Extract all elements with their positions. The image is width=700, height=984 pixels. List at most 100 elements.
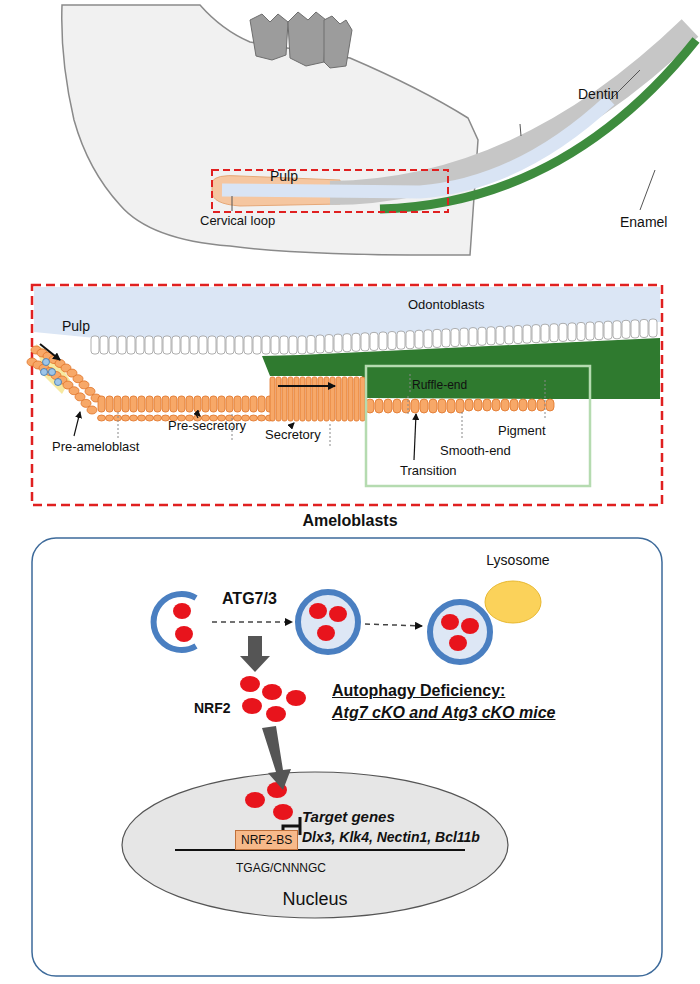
odontoblast <box>550 324 558 342</box>
odontoblast <box>361 333 369 351</box>
odontoblast <box>514 326 522 344</box>
secretory-cell <box>360 377 365 421</box>
odontoblast <box>280 336 288 354</box>
secretory-cell <box>312 377 317 421</box>
secretory-cell <box>288 377 293 421</box>
presecretory-cell <box>106 396 113 412</box>
presecretory-cell <box>226 396 233 412</box>
part-label: ATG7/3 <box>222 590 277 608</box>
secretory-cell <box>336 377 341 421</box>
cell-panel <box>32 538 662 976</box>
stem-cell <box>49 369 56 376</box>
maturation-cell <box>429 399 437 413</box>
presecretory-cell <box>250 396 257 412</box>
cargo <box>309 603 347 641</box>
stratum-cell <box>146 415 154 421</box>
secretory-cell <box>330 377 335 421</box>
odontoblast <box>397 331 405 349</box>
secretory-cell <box>276 377 281 421</box>
presecretory-cell <box>170 396 177 412</box>
presecretory-cell <box>130 396 137 412</box>
maturation-cell <box>411 399 419 413</box>
maturation-cell <box>519 399 527 411</box>
odontoblast <box>253 336 261 354</box>
stem-cell <box>55 379 62 386</box>
nrf2-protein <box>267 782 287 798</box>
stratum-cell <box>138 415 146 421</box>
odontoblast <box>586 322 594 340</box>
maturation-cell <box>501 399 509 411</box>
odontoblast <box>154 336 162 354</box>
presecretory-cell <box>122 396 129 412</box>
nrf2-protein <box>240 676 306 722</box>
presecretory-cell <box>218 396 225 412</box>
maturation-cell <box>492 399 500 411</box>
secretory-cell <box>348 377 353 421</box>
lysosome-body <box>485 581 541 623</box>
enamel <box>380 40 696 209</box>
odontoblast <box>199 336 207 354</box>
odontoblast <box>631 320 639 338</box>
nrf2-protein <box>245 792 265 808</box>
binding-site-box: NRF2-BS <box>235 830 298 850</box>
maturation-cell <box>537 399 545 411</box>
stratum-cell <box>106 415 114 421</box>
outer-cell <box>87 406 97 414</box>
odontoblast <box>469 328 477 346</box>
part-label: TGAG/CNNNGC <box>236 862 326 876</box>
odontoblast <box>460 328 468 346</box>
odontoblast <box>145 336 153 354</box>
odontoblast <box>532 325 540 343</box>
secretory-cell <box>270 377 275 421</box>
stratum-cell <box>154 415 162 421</box>
odontoblast <box>613 321 621 339</box>
presecretory-cell <box>210 396 217 412</box>
release-arrow <box>240 636 270 672</box>
part-label: NRF2 <box>194 700 231 716</box>
odontoblast <box>370 332 378 350</box>
odontoblast <box>100 336 108 354</box>
leader-line <box>232 196 233 211</box>
part-label: Target genes <box>302 808 395 825</box>
presecretory-cell <box>114 396 121 412</box>
part-label: Dlx3, Klk4, Nectin1, Bcl11b <box>302 829 480 845</box>
autophagosome <box>298 592 358 652</box>
part-label: Autophagy Deficiency: <box>332 682 505 700</box>
odontoblast <box>289 336 297 354</box>
odontoblast <box>91 336 99 354</box>
odontoblast <box>640 319 648 337</box>
stratum-cell <box>258 415 266 421</box>
odontoblast <box>415 330 423 348</box>
presecretory-cell <box>98 396 105 412</box>
stem-cell <box>41 369 48 376</box>
cell-rows <box>27 319 657 421</box>
presecretory-cell <box>178 396 185 412</box>
dna-strand <box>175 849 465 851</box>
part-label: Pre-ameloblast <box>52 440 139 455</box>
odontoblast <box>190 336 198 354</box>
secretory-cell <box>300 377 305 421</box>
odontoblast <box>568 323 576 341</box>
stem-cell <box>43 359 50 366</box>
maturation-cell <box>510 399 518 411</box>
phagophore <box>154 594 196 650</box>
pulp <box>222 100 610 192</box>
secretory-cell <box>318 377 323 421</box>
lysosome: Lysosome <box>468 552 568 626</box>
part-label: Atg7 cKO and Atg3 cKO mice <box>332 704 555 722</box>
odontoblast <box>109 336 117 354</box>
jaw-outline <box>62 5 478 255</box>
stratum-cell <box>130 415 138 421</box>
stratum-cell <box>98 415 106 421</box>
odontoblast <box>352 333 360 351</box>
part-label: Pigment <box>498 424 546 439</box>
secretory-cell <box>282 377 287 421</box>
presecretory-cell <box>186 396 193 412</box>
odontoblast <box>523 325 531 343</box>
presecretory-cell <box>162 396 169 412</box>
odontoblast <box>172 336 180 354</box>
maturation-cell <box>375 399 383 413</box>
secretory-cell <box>324 377 329 421</box>
part-label: Pulp <box>270 168 298 184</box>
maturation-cell <box>447 399 455 413</box>
